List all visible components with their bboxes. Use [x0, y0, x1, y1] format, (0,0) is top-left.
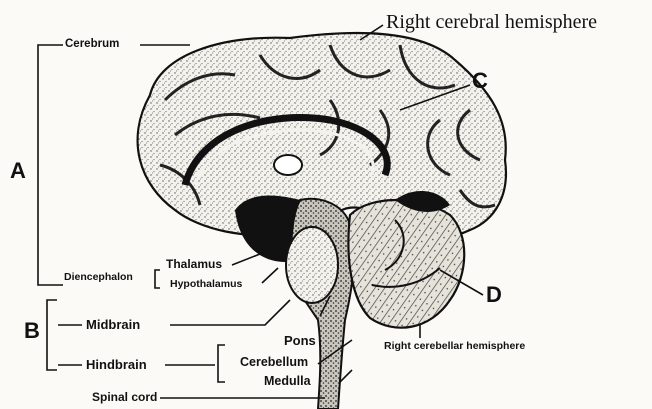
- pons-shape: [286, 227, 338, 303]
- label-thalamus: Thalamus: [166, 258, 222, 270]
- label-right-cerebral-hemisphere: Right cerebral hemisphere: [386, 12, 597, 32]
- label-b: B: [24, 320, 40, 342]
- cerebellum-shape: [348, 200, 464, 328]
- label-cerebellum: Cerebellum: [240, 356, 308, 369]
- label-spinal-cord: Spinal cord: [92, 391, 157, 403]
- label-hindbrain: Hindbrain: [86, 358, 147, 371]
- label-diencephalon: Diencephalon: [64, 272, 133, 283]
- label-cerebrum: Cerebrum: [65, 39, 119, 51]
- label-midbrain: Midbrain: [86, 318, 140, 331]
- label-medulla: Medulla: [264, 375, 311, 388]
- label-c: C: [472, 70, 488, 92]
- label-d: D: [486, 284, 502, 306]
- label-pons: Pons: [284, 334, 316, 347]
- label-hypothalamus: Hypothalamus: [170, 279, 242, 290]
- label-a: A: [10, 160, 26, 182]
- label-right-cerebellar-hemisphere: Right cerebellar hemisphere: [384, 341, 525, 352]
- thalamus-shape: [274, 155, 302, 175]
